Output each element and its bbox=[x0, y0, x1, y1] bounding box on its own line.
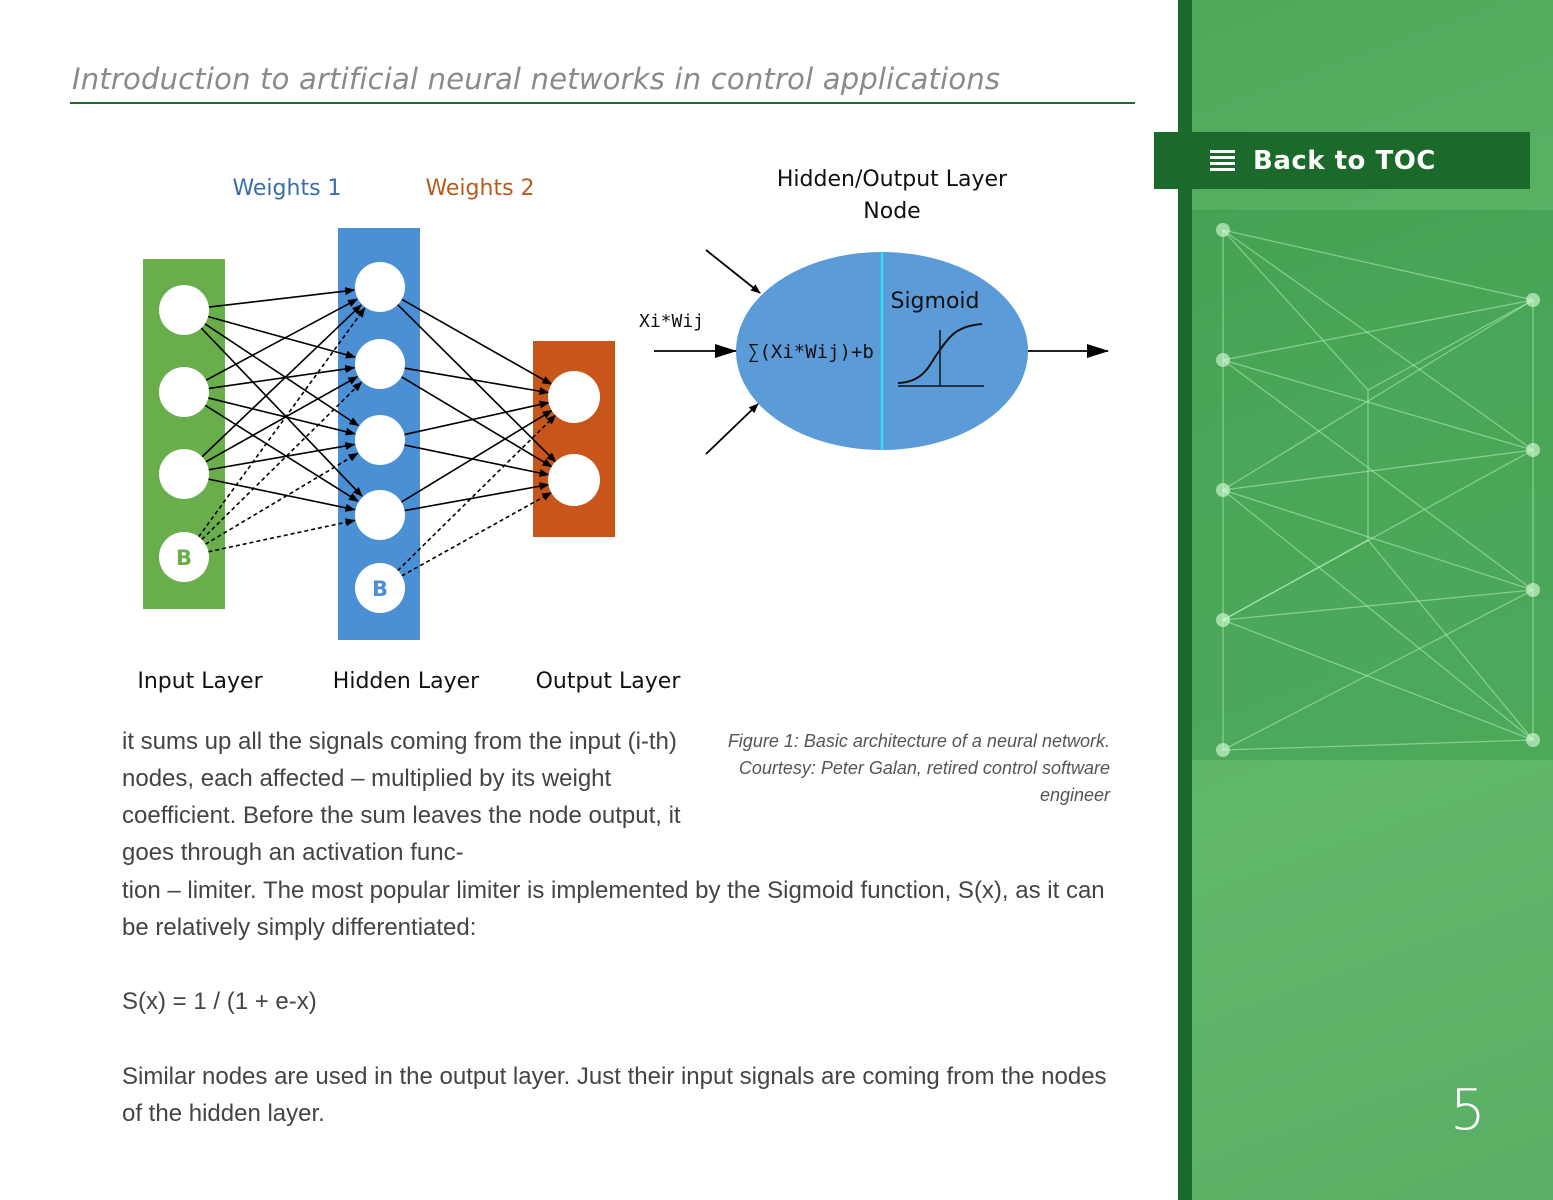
sigmoid-curve-icon bbox=[897, 323, 984, 387]
connections bbox=[198, 287, 557, 577]
input-bias-label: B bbox=[176, 546, 192, 570]
sigmoid-label: Sigmoid bbox=[890, 289, 979, 314]
input-layer-label: Input Layer bbox=[137, 669, 263, 694]
hidden-node bbox=[355, 415, 405, 465]
weight-connection bbox=[207, 315, 356, 359]
input-node bbox=[159, 367, 209, 417]
sum-formula: ∑(Xi*Wij)+b bbox=[748, 341, 874, 363]
hidden-node bbox=[355, 490, 405, 540]
sidebar-decoration-box bbox=[1192, 210, 1553, 760]
input-bias-node bbox=[159, 532, 209, 582]
hidden-node bbox=[355, 339, 405, 389]
hidden-bias-node bbox=[355, 563, 405, 613]
back-to-toc-button[interactable]: Back to TOC bbox=[1154, 132, 1530, 189]
input-nodes: B bbox=[159, 285, 209, 582]
sidebar-panel bbox=[1178, 0, 1553, 1200]
hidden-bias-label: B bbox=[372, 577, 388, 601]
back-to-toc-label: Back to TOC bbox=[1253, 145, 1436, 176]
weight-connection bbox=[201, 304, 362, 458]
page-header-title: Introduction to artificial neural networ… bbox=[72, 62, 1001, 96]
node-input-arrow bbox=[705, 249, 761, 294]
header-divider bbox=[70, 102, 1135, 104]
node-title-line1: Hidden/Output Layer bbox=[777, 167, 1008, 192]
hidden-node bbox=[355, 262, 405, 312]
weight-connection bbox=[205, 298, 358, 381]
weight-connection bbox=[208, 442, 356, 471]
bias-connection bbox=[205, 452, 359, 545]
weight-connection bbox=[404, 367, 550, 396]
weights-1-label: Weights 1 bbox=[232, 176, 341, 201]
weight-connection bbox=[400, 409, 553, 503]
input-node bbox=[159, 285, 209, 335]
neural-network-figure: Weights 1 Weights 2 B B Input Layer Hidd… bbox=[137, 167, 1109, 694]
output-nodes bbox=[548, 371, 600, 506]
output-layer-block bbox=[533, 341, 615, 537]
bias-connection bbox=[198, 307, 366, 538]
weight-connection bbox=[404, 444, 550, 477]
body-paragraph: Similar nodes are used in the output lay… bbox=[122, 1063, 1107, 1127]
weight-connection bbox=[208, 287, 356, 308]
weight-connection bbox=[397, 304, 557, 463]
list-icon bbox=[1210, 149, 1235, 172]
bias-connection bbox=[397, 414, 557, 572]
weight-connection bbox=[404, 400, 550, 436]
sidebar-accent-stripe bbox=[1178, 0, 1192, 1200]
weight-connection bbox=[204, 323, 360, 427]
weight-connection bbox=[204, 404, 359, 502]
page-number: 5 bbox=[1450, 1078, 1486, 1143]
weight-connection bbox=[401, 376, 553, 468]
weight-connection bbox=[404, 482, 550, 512]
network-mesh-decoration bbox=[1216, 223, 1540, 757]
sigmoid-formula: S(x) = 1 / (1 + e-x) bbox=[122, 988, 317, 1015]
bias-connection bbox=[208, 518, 356, 553]
weights-2-label: Weights 2 bbox=[425, 176, 534, 201]
bias-connection bbox=[201, 381, 363, 541]
weight-connection bbox=[205, 376, 359, 463]
output-node bbox=[548, 454, 600, 506]
weight-connection bbox=[200, 327, 363, 497]
output-node bbox=[548, 371, 600, 423]
hidden-nodes: B bbox=[355, 262, 405, 613]
node-input-arrow bbox=[705, 403, 759, 455]
weight-connection bbox=[208, 397, 356, 436]
weight-connection bbox=[208, 364, 356, 390]
input-signal-label: Xi*Wij bbox=[639, 311, 704, 332]
bias-connection bbox=[401, 491, 553, 577]
output-layer-label: Output Layer bbox=[536, 669, 682, 694]
weight-connection bbox=[401, 298, 553, 385]
body-paragraph: tion – limiter. The most popular limiter… bbox=[122, 877, 1105, 941]
hidden-layer-label: Hidden Layer bbox=[333, 669, 480, 694]
figure-caption: Figure 1: Basic architecture of a neural… bbox=[727, 731, 1110, 805]
node-title-line2: Node bbox=[863, 199, 920, 224]
input-node bbox=[159, 449, 209, 499]
weight-connection bbox=[208, 478, 356, 512]
body-paragraph: it sums up all the signals coming from t… bbox=[122, 728, 681, 866]
